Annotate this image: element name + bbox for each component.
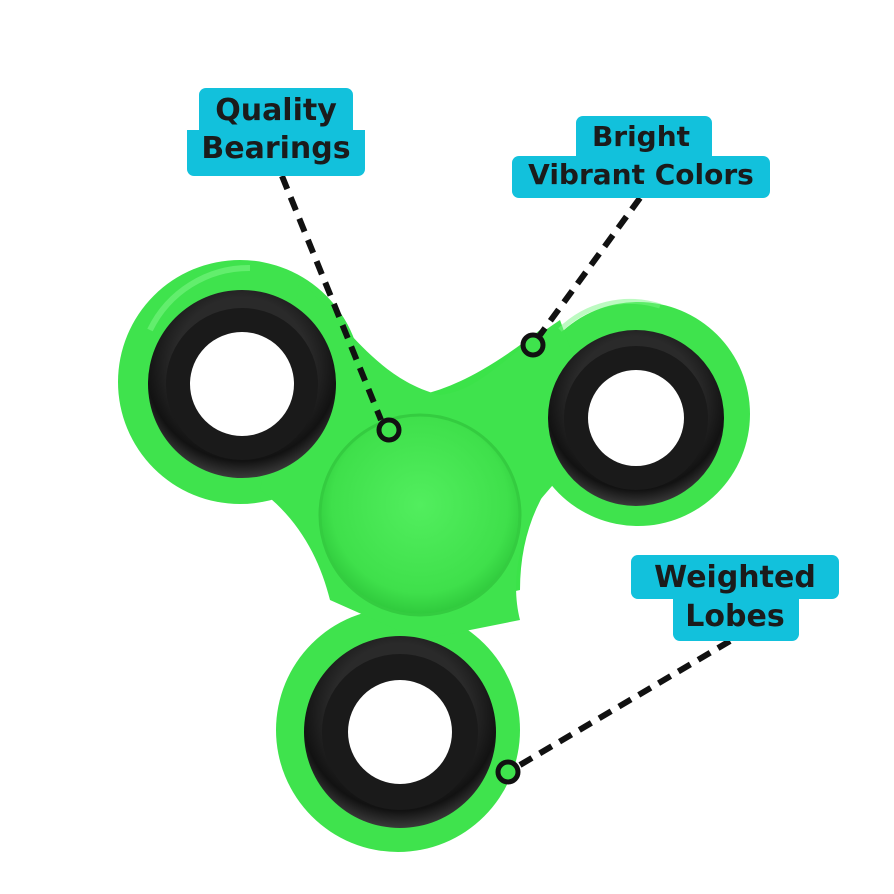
center-hub — [320, 415, 520, 615]
bearing-bottom — [304, 636, 496, 828]
leader-bright — [520, 196, 643, 358]
callout-bright-colors: Bright Vibrant Colors — [512, 116, 770, 198]
callout-quality-line1: Quality — [215, 93, 337, 128]
leader-weighted — [495, 638, 732, 785]
callout-bright-line2: Vibrant Colors — [528, 158, 754, 191]
callout-weighted-line1: Weighted — [654, 560, 816, 595]
callout-weighted-line2: Lobes — [685, 599, 785, 634]
bearing-right — [548, 330, 724, 506]
callout-weighted-lobes: Weighted Lobes — [631, 555, 839, 641]
callout-quality-line2: Bearings — [201, 131, 351, 166]
callout-bright-line1: Bright — [591, 120, 691, 153]
bearing-left — [148, 290, 336, 478]
leader-quality — [279, 174, 402, 443]
callout-quality-bearings: Quality Bearings — [187, 88, 365, 176]
